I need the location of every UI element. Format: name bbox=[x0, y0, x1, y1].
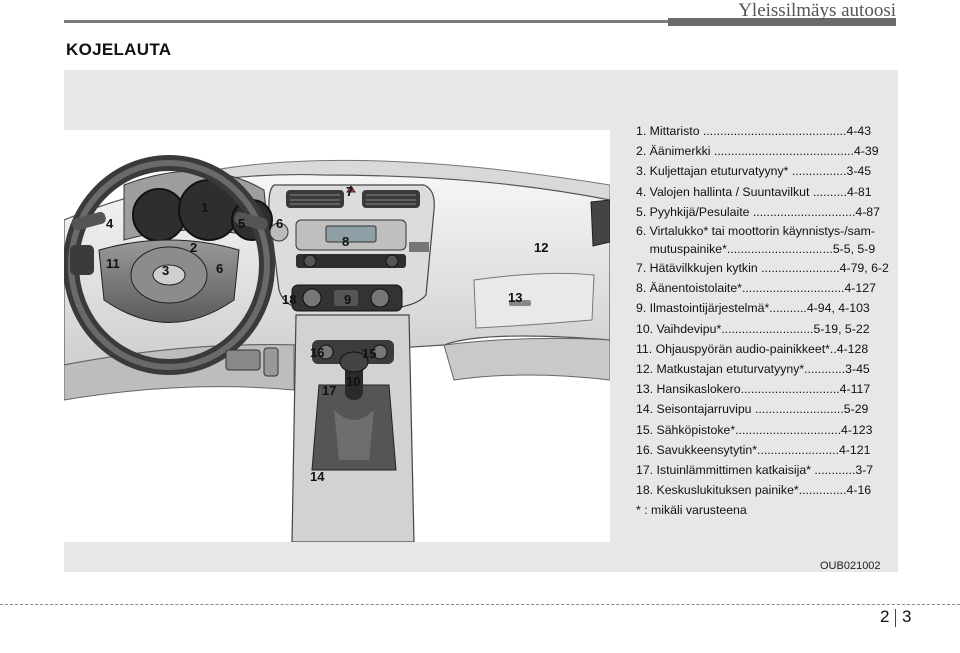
callout-18: 18 bbox=[282, 292, 296, 307]
legend-item: 3. Kuljettajan etuturvatyyny* ..........… bbox=[636, 164, 872, 179]
legend-item: 7. Hätävilkkujen kytkin ................… bbox=[636, 261, 889, 276]
component-legend: 1. Mittaristo ..........................… bbox=[636, 121, 898, 521]
callout-11: 11 bbox=[106, 256, 120, 271]
callout-17: 17 bbox=[322, 383, 336, 398]
callout-1: 1 bbox=[201, 200, 208, 215]
callout-3: 3 bbox=[162, 263, 169, 278]
legend-item: 11. Ohjauspyörän audio-painikkeet*..4-12… bbox=[636, 341, 869, 356]
callout-2: 2 bbox=[190, 240, 197, 255]
legend-footnote: * : mikäli varusteena bbox=[636, 503, 747, 518]
callout-10: 10 bbox=[346, 374, 360, 389]
legend-item: 17. Istuinlämmittimen katkaisija* ......… bbox=[636, 463, 874, 478]
chapter-number: 2 bbox=[880, 607, 890, 626]
legend-item: 1. Mittaristo ..........................… bbox=[636, 124, 872, 138]
legend-item-continuation: mutuspainike*...........................… bbox=[636, 242, 876, 257]
header-rule bbox=[64, 20, 896, 23]
header-rule-accent bbox=[668, 18, 896, 26]
callout-12: 12 bbox=[534, 240, 548, 255]
callout-15: 15 bbox=[362, 346, 376, 361]
legend-item: 2. Äänimerkki ..........................… bbox=[636, 144, 879, 159]
callout-6: 6 bbox=[276, 216, 283, 231]
callouts: 1 2 3 4 5 6 6 7 8 9 10 11 12 13 14 15 16… bbox=[106, 184, 548, 484]
dashboard-illustration: 1 2 3 4 5 6 6 7 8 9 10 11 12 13 14 15 16… bbox=[64, 130, 610, 542]
legend-item: 10. Vaihdevipu*.........................… bbox=[636, 321, 870, 336]
callout-8: 8 bbox=[342, 234, 349, 249]
callout-16: 16 bbox=[310, 345, 324, 360]
callout-13: 13 bbox=[508, 290, 522, 305]
callout-4: 4 bbox=[106, 216, 114, 231]
footer-rule bbox=[0, 604, 960, 605]
legend-item: 9. Ilmastointijärjestelmä*...........4-9… bbox=[636, 301, 870, 316]
callout-6b: 6 bbox=[216, 261, 223, 276]
callout-7: 7 bbox=[346, 184, 353, 199]
header-title: Yleissilmäys autoosi bbox=[738, 0, 896, 21]
legend-item: 4. Valojen hallinta / Suuntavilkut .....… bbox=[636, 184, 872, 199]
legend-item: 5. Pyyhkijä/Pesulaite ..................… bbox=[636, 204, 880, 219]
page-number-separator bbox=[895, 609, 896, 627]
section-title: KOJELAUTA bbox=[66, 40, 172, 59]
legend-item: 12. Matkustajan etuturvatyyny*..........… bbox=[636, 362, 870, 377]
legend-item: 14. Seisontajarruvipu ..................… bbox=[636, 402, 869, 417]
figure-code: OUB021002 bbox=[820, 560, 881, 572]
legend-item: 6. Virtalukko* tai moottorin käynnistys-… bbox=[636, 224, 875, 239]
legend-item: 18. Keskuslukituksen painike*...........… bbox=[636, 483, 872, 498]
callout-5: 5 bbox=[238, 216, 245, 231]
page-number: 3 bbox=[902, 607, 912, 626]
legend-item: 16. Savukkeensytytin*...................… bbox=[636, 442, 871, 457]
legend-item: 15. Sähköpistoke*.......................… bbox=[636, 422, 873, 437]
legend-item: 13. Hansikaslokero......................… bbox=[636, 382, 871, 397]
legend-item: 8. Äänentoistolaite*....................… bbox=[636, 281, 876, 296]
callout-9: 9 bbox=[344, 292, 351, 307]
callout-14: 14 bbox=[310, 469, 325, 484]
